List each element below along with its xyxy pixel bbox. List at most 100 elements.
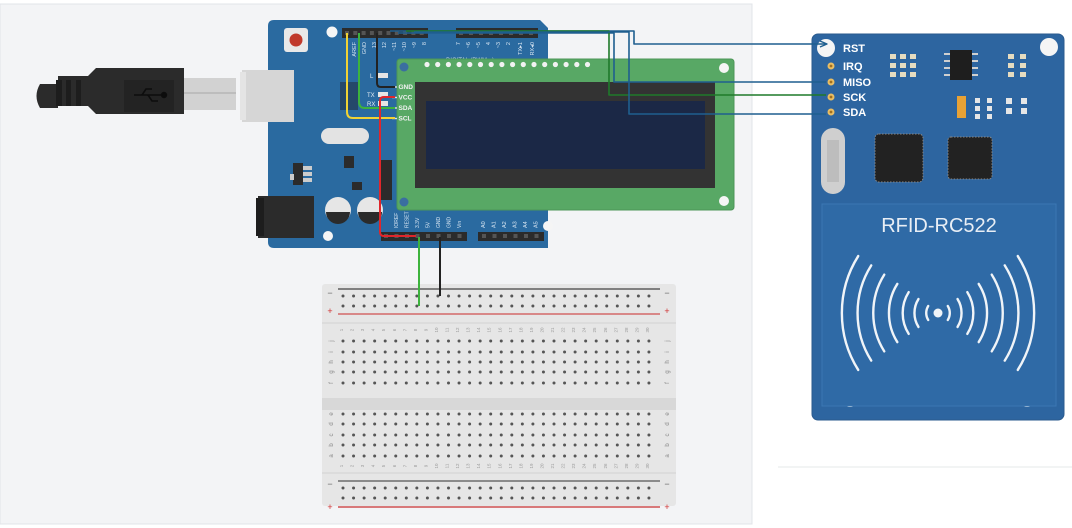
breadboard-hole[interactable] [478, 381, 482, 385]
breadboard-hole[interactable] [373, 443, 377, 447]
breadboard-hole[interactable] [647, 496, 651, 500]
breadboard-hole[interactable] [394, 370, 398, 374]
breadboard-hole[interactable] [362, 433, 366, 437]
breadboard-hole[interactable] [584, 294, 588, 298]
breadboard-hole[interactable] [615, 433, 619, 437]
breadboard-hole[interactable] [594, 422, 598, 426]
breadboard-hole[interactable] [499, 339, 503, 343]
breadboard-hole[interactable] [647, 350, 651, 354]
breadboard-hole[interactable] [615, 496, 619, 500]
breadboard-hole[interactable] [394, 454, 398, 458]
breadboard-hole[interactable] [489, 339, 493, 343]
breadboard-hole[interactable] [636, 360, 640, 364]
breadboard-hole[interactable] [457, 381, 461, 385]
breadboard-hole[interactable] [520, 381, 524, 385]
breadboard-hole[interactable] [563, 454, 567, 458]
breadboard-hole[interactable] [499, 443, 503, 447]
header-pin[interactable] [513, 234, 518, 238]
breadboard-hole[interactable] [499, 370, 503, 374]
breadboard-hole[interactable] [362, 339, 366, 343]
breadboard-hole[interactable] [563, 443, 567, 447]
breadboard-hole[interactable] [520, 360, 524, 364]
breadboard-hole[interactable] [383, 433, 387, 437]
breadboard-hole[interactable] [584, 454, 588, 458]
breadboard-hole[interactable] [510, 496, 514, 500]
breadboard-hole[interactable] [541, 381, 545, 385]
breadboard-hole[interactable] [552, 370, 556, 374]
breadboard-hole[interactable] [352, 370, 356, 374]
breadboard-hole[interactable] [520, 422, 524, 426]
breadboard-hole[interactable] [341, 443, 345, 447]
breadboard-hole[interactable] [563, 381, 567, 385]
breadboard-hole[interactable] [373, 422, 377, 426]
breadboard-hole[interactable] [605, 496, 609, 500]
breadboard-hole[interactable] [468, 454, 472, 458]
breadboard-hole[interactable] [573, 412, 577, 416]
breadboard-hole[interactable] [541, 294, 545, 298]
breadboard-hole[interactable] [468, 422, 472, 426]
breadboard-hole[interactable] [404, 422, 408, 426]
breadboard-hole[interactable] [626, 412, 630, 416]
breadboard-hole[interactable] [425, 381, 429, 385]
breadboard-hole[interactable] [552, 486, 556, 490]
breadboard-hole[interactable] [541, 304, 545, 308]
breadboard-hole[interactable] [510, 350, 514, 354]
breadboard-hole[interactable] [425, 304, 429, 308]
breadboard-hole[interactable] [436, 496, 440, 500]
breadboard-hole[interactable] [520, 339, 524, 343]
breadboard-hole[interactable] [531, 443, 535, 447]
breadboard-hole[interactable] [478, 443, 482, 447]
breadboard-hole[interactable] [447, 294, 450, 298]
breadboard-hole[interactable] [478, 350, 482, 354]
breadboard-hole[interactable] [605, 454, 609, 458]
wire-miso[interactable] [398, 32, 826, 83]
breadboard-hole[interactable] [605, 350, 609, 354]
breadboard-hole[interactable] [531, 381, 535, 385]
breadboard-hole[interactable] [584, 486, 588, 490]
breadboard-hole[interactable] [447, 454, 450, 458]
breadboard-hole[interactable] [447, 443, 450, 447]
breadboard-hole[interactable] [373, 454, 377, 458]
breadboard-hole[interactable] [352, 350, 356, 354]
breadboard-hole[interactable] [499, 454, 503, 458]
breadboard-hole[interactable] [394, 360, 398, 364]
breadboard-hole[interactable] [468, 433, 472, 437]
breadboard-hole[interactable] [352, 496, 356, 500]
breadboard-hole[interactable] [510, 339, 514, 343]
breadboard-hole[interactable] [531, 294, 535, 298]
breadboard-hole[interactable] [520, 304, 524, 308]
breadboard-hole[interactable] [552, 294, 556, 298]
breadboard-hole[interactable] [447, 304, 450, 308]
header-pin[interactable] [492, 234, 497, 238]
breadboard-hole[interactable] [647, 443, 651, 447]
breadboard-hole[interactable] [468, 360, 472, 364]
header-pin[interactable] [394, 31, 399, 35]
breadboard-hole[interactable] [341, 339, 345, 343]
breadboard-hole[interactable] [341, 433, 345, 437]
breadboard-hole[interactable] [489, 422, 493, 426]
breadboard-hole[interactable] [436, 443, 440, 447]
breadboard-hole[interactable] [647, 433, 651, 437]
breadboard-hole[interactable] [605, 304, 609, 308]
breadboard-hole[interactable] [468, 339, 472, 343]
breadboard-hole[interactable] [563, 339, 567, 343]
breadboard-hole[interactable] [478, 496, 482, 500]
breadboard-hole[interactable] [573, 422, 577, 426]
breadboard-hole[interactable] [457, 496, 461, 500]
breadboard-hole[interactable] [373, 433, 377, 437]
breadboard-holes[interactable] [341, 294, 651, 500]
breadboard-hole[interactable] [541, 486, 545, 490]
breadboard-hole[interactable] [605, 433, 609, 437]
breadboard-hole[interactable] [404, 443, 408, 447]
breadboard-hole[interactable] [383, 454, 387, 458]
breadboard-hole[interactable] [404, 412, 408, 416]
breadboard-hole[interactable] [362, 370, 366, 374]
breadboard-hole[interactable] [584, 339, 588, 343]
wire-scl-yellow[interactable] [346, 33, 395, 119]
breadboard-hole[interactable] [447, 381, 450, 385]
breadboard-hole[interactable] [489, 294, 493, 298]
breadboard-hole[interactable] [415, 486, 419, 490]
breadboard-hole[interactable] [584, 496, 588, 500]
breadboard-hole[interactable] [573, 486, 577, 490]
breadboard-hole[interactable] [425, 339, 429, 343]
